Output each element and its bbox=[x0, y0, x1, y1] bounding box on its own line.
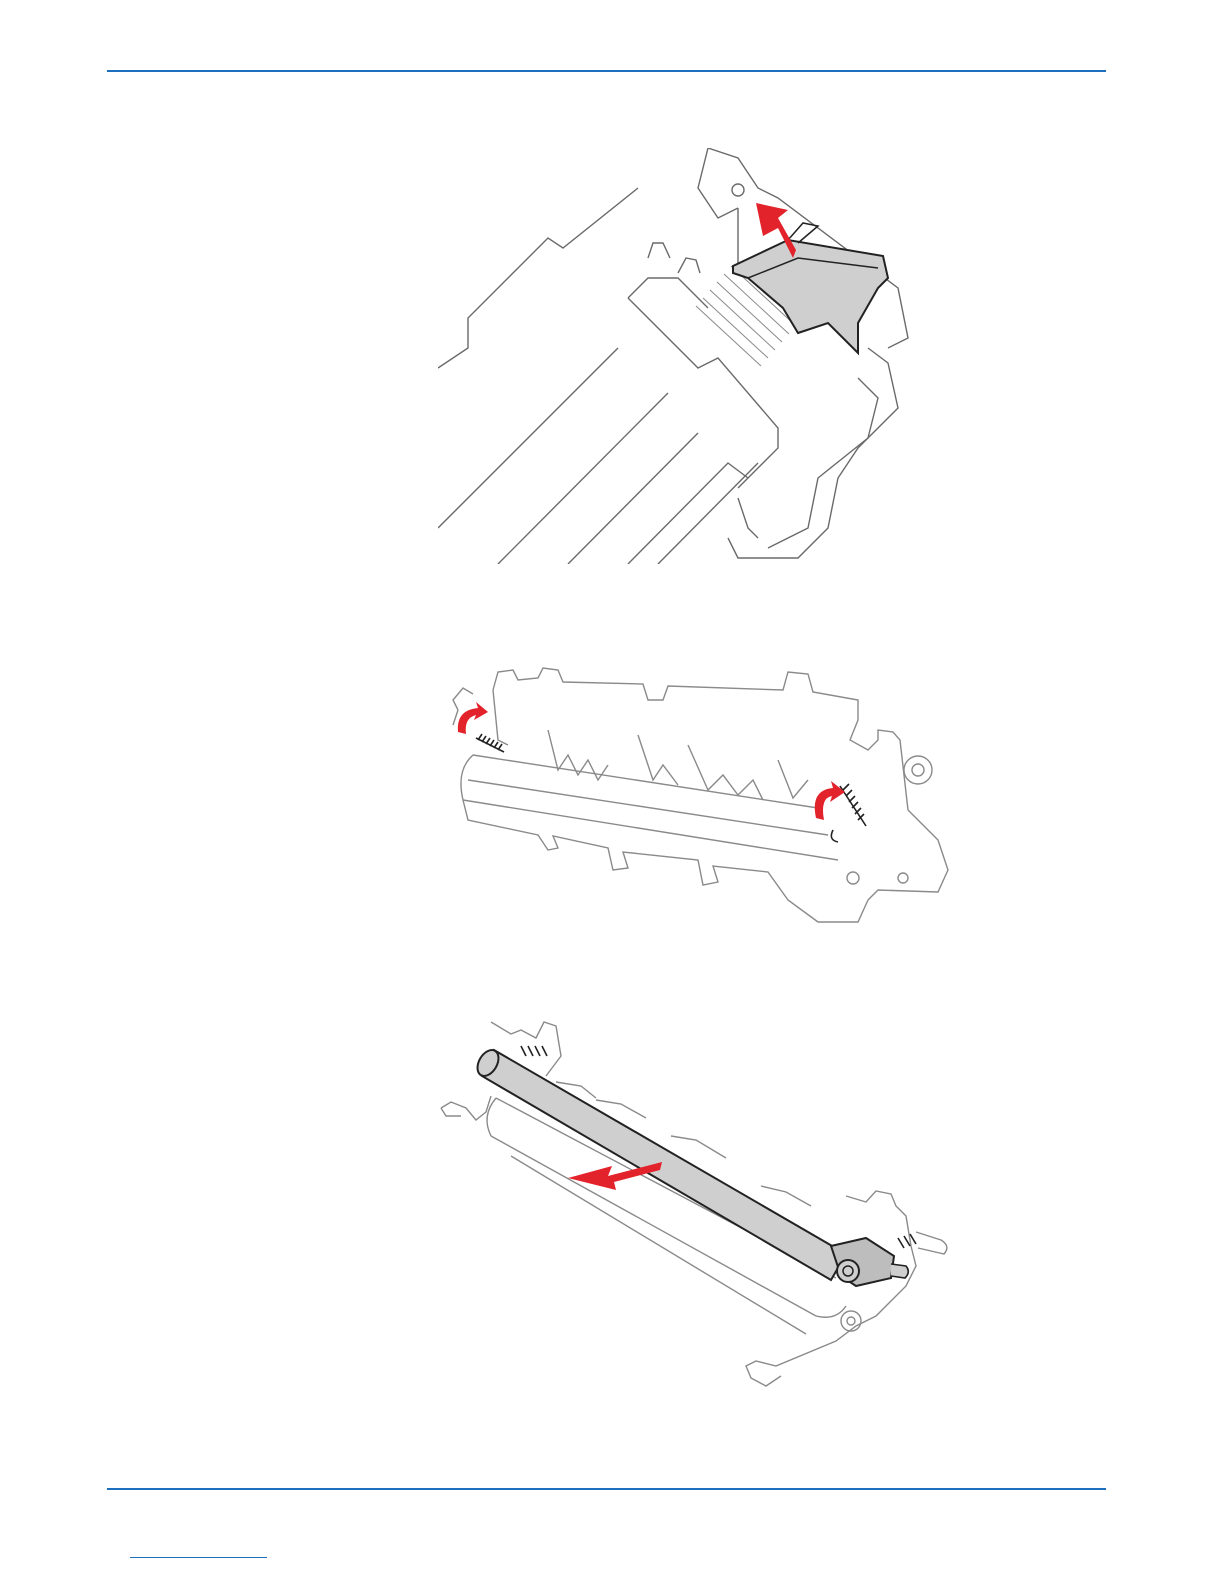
figure-roller-removal bbox=[436, 1016, 958, 1394]
roller bbox=[473, 1046, 916, 1286]
header-rule bbox=[107, 70, 1106, 72]
footer-rule bbox=[107, 1488, 1106, 1490]
roller-removal-illustration bbox=[436, 1016, 958, 1394]
figure-fuser-springs bbox=[438, 660, 958, 928]
footer-link-underline bbox=[130, 1557, 267, 1558]
guide-removal-illustration bbox=[438, 148, 928, 564]
figure-guide-removal bbox=[438, 148, 928, 564]
fuser-springs-illustration bbox=[438, 660, 958, 928]
